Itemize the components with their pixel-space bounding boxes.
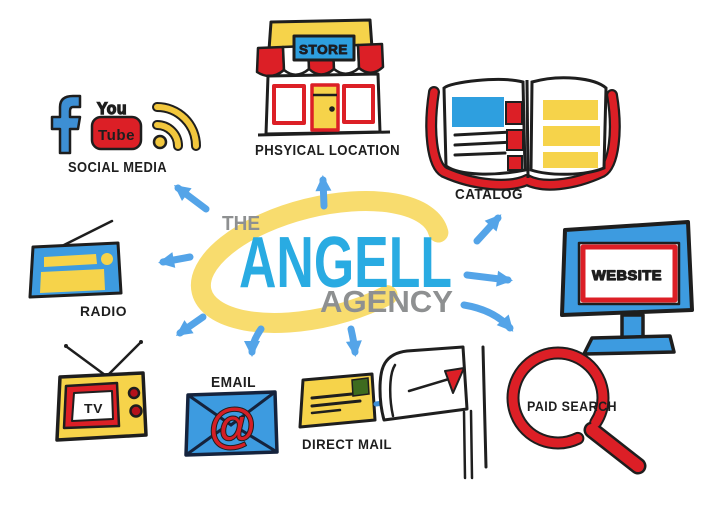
envelope-flap-lines	[185, 390, 278, 457]
catalog-label: CATALOG	[455, 186, 523, 203]
stamp	[351, 377, 370, 397]
store-sign-text: STORE	[299, 42, 348, 57]
radio-label: RADIO	[80, 303, 127, 319]
mailbox-pole	[481, 345, 488, 469]
logo-angell: ANGELL	[239, 223, 452, 303]
monitor-neck	[620, 313, 645, 340]
catalog-channel: CATALOG	[425, 76, 621, 203]
catalog-photo-blue	[452, 97, 504, 127]
tv-antenna	[107, 342, 141, 376]
mailbox-flag-stick	[407, 377, 451, 393]
monitor-base	[582, 334, 676, 356]
arrow-to-direct-mail	[345, 325, 362, 357]
catalog-text-lines	[453, 130, 517, 157]
radio-speaker	[40, 269, 105, 293]
paid-search-channel: PAID SEARCH	[506, 346, 647, 475]
magnifier-icon	[506, 346, 647, 475]
arrow-to-social-media	[174, 184, 210, 213]
tv-knob	[129, 404, 143, 418]
mailbox-opening	[389, 363, 397, 418]
awning-segment	[356, 42, 385, 74]
arrow-to-physical-location	[315, 175, 332, 210]
monitor-icon: WEBSITE	[560, 220, 694, 356]
email-at-symbol: @	[209, 400, 256, 453]
mailbox-post	[462, 410, 467, 480]
logo-swoosh	[190, 191, 450, 333]
logo-agency: AGENCY	[320, 284, 453, 319]
paid-search-label: PAID SEARCH	[527, 398, 617, 414]
radio-slot	[44, 254, 97, 267]
radio-knob	[101, 253, 113, 265]
youtube-word-top: You	[97, 99, 127, 118]
email-label: EMAIL	[211, 374, 256, 391]
monitor-screen	[580, 244, 678, 303]
mailbox-body	[378, 345, 469, 422]
youtube-icon: You Tube	[90, 98, 143, 151]
arrow-to-catalog	[473, 214, 502, 245]
direct-mail-label: DIRECT MAIL	[302, 436, 392, 452]
physical-location-label: PHSYICAL LOCATION	[255, 142, 400, 159]
rss-icon	[152, 102, 201, 151]
book-spine	[525, 79, 530, 179]
youtube-word-bottom: Tube	[98, 127, 135, 144]
mailbox-flag	[444, 367, 465, 394]
address-lines	[310, 392, 362, 415]
radio-channel: RADIO	[28, 219, 127, 319]
tv-label: TV	[84, 401, 103, 416]
mailbox-icon	[378, 345, 488, 480]
arrow-to-website	[463, 270, 513, 287]
store-window	[342, 84, 375, 124]
direct-mail-channel: DIRECT MAIL	[298, 345, 488, 480]
tv-antenna	[66, 345, 106, 377]
arrow-to-tv	[175, 313, 207, 337]
store-ground-line	[257, 130, 391, 137]
store-door-handle	[329, 106, 335, 112]
arrow-to-email	[244, 325, 265, 357]
youtube-red-box	[90, 115, 143, 151]
physical-location-channel: STORE PHSYICAL LOCATION	[255, 18, 400, 159]
tv-icon: TV	[55, 340, 148, 442]
arrow-to-radio	[158, 252, 194, 268]
store-sign	[292, 34, 356, 62]
social-media-label: SOCIAL MEDIA	[68, 159, 167, 176]
email-channel: EMAIL @	[184, 374, 279, 457]
mailbox-post	[469, 409, 474, 480]
arrow-to-paid-search	[460, 301, 514, 332]
radio-antenna	[62, 219, 114, 247]
website-channel: WEBSITE	[560, 220, 694, 356]
envelope-icon: @	[184, 390, 279, 457]
logo-the: THE	[222, 213, 260, 235]
store-window	[272, 84, 306, 125]
angell-agency-logo: THE ANGELL AGENCY	[190, 191, 453, 333]
mail-envelope-icon	[298, 372, 377, 429]
catalog-yellow-blocks	[543, 100, 600, 168]
open-book-icon	[425, 76, 621, 191]
social-media-channel: You Tube SOCIAL MEDIA	[50, 94, 201, 176]
storefront-icon: STORE	[255, 18, 391, 137]
facebook-icon	[50, 94, 82, 155]
catalog-red-blocks	[505, 101, 524, 171]
website-label: WEBSITE	[592, 267, 662, 283]
radio-icon	[28, 219, 123, 299]
tv-screen	[71, 390, 114, 422]
awning-segment	[255, 45, 286, 78]
tv-knob	[127, 386, 141, 400]
tv-channel: TV	[55, 340, 148, 442]
arrows	[158, 175, 514, 357]
